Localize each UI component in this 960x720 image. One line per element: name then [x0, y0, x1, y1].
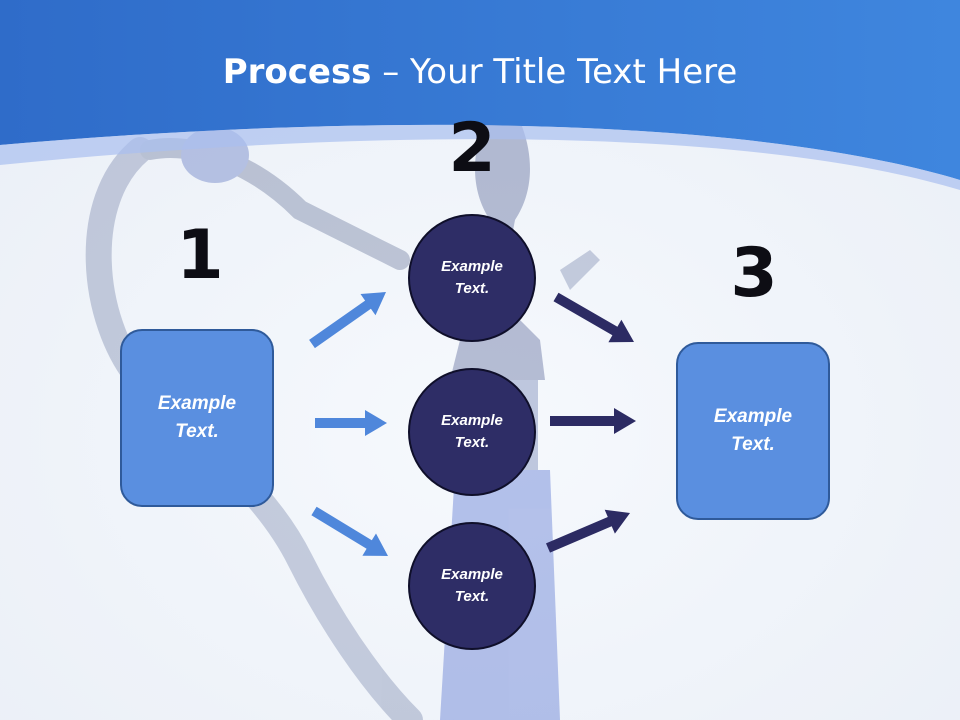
slide-title: Process – Your Title Text Here — [0, 52, 960, 92]
step-number-2: 2 — [448, 109, 496, 188]
step-3-box: Example Text. — [676, 342, 830, 520]
arrow-1-to-node-3 — [311, 506, 388, 556]
step-3-text: Example Text. — [713, 405, 793, 456]
arrow-1-to-node-2 — [315, 410, 387, 436]
step-number-3: 3 — [730, 234, 778, 313]
node-3-text: Example Text. — [441, 565, 503, 606]
node-2-text: Example Text. — [441, 411, 503, 452]
step-1-box: Example Text. — [120, 329, 274, 507]
arrow-node-1-to-3 — [553, 292, 634, 343]
arrow-1-to-node-1 — [309, 292, 386, 349]
title-rest: – Your Title Text Here — [371, 52, 738, 92]
header-band — [0, 0, 960, 180]
step-number-1: 1 — [176, 216, 224, 295]
step-2-node-1: Example Text. — [408, 214, 536, 342]
arrow-node-3-to-3 — [546, 509, 630, 553]
step-2-node-2: Example Text. — [408, 368, 536, 496]
step-2-node-3: Example Text. — [408, 522, 536, 650]
arrow-node-2-to-3 — [550, 408, 636, 434]
node-1-text: Example Text. — [441, 257, 503, 298]
step-1-text: Example Text. — [157, 392, 237, 443]
title-bold: Process — [222, 52, 372, 92]
